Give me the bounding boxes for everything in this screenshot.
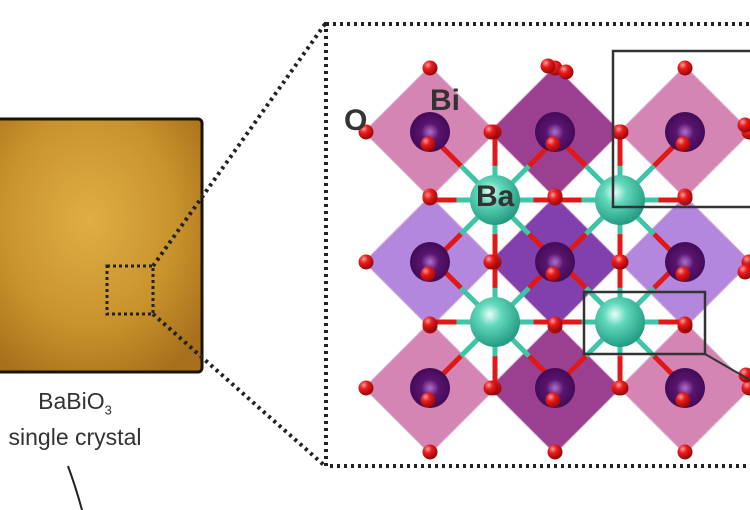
oxygen-atom [545, 136, 561, 152]
oxygen-atom [547, 444, 563, 460]
oxygen-atom [677, 444, 693, 460]
oxygen-atom [675, 136, 691, 152]
oxygen-atom [613, 124, 629, 140]
barium-atom [470, 175, 520, 225]
formula-main: BaBiO [38, 388, 105, 414]
structure-frame [324, 22, 750, 468]
oxygen-atom [540, 58, 556, 74]
pointer-line [67, 465, 83, 510]
oxygen-atom [420, 392, 436, 408]
bismuth-atom [410, 242, 450, 282]
oxygen-atom [677, 60, 693, 76]
bismuth-atom [535, 242, 575, 282]
oxygen-atom [675, 392, 691, 408]
zoom-guide-bottom [151, 312, 327, 468]
oxygen-atom [737, 117, 750, 133]
oxygen-atom [422, 190, 438, 206]
oxygen-atom [358, 254, 374, 270]
oxygen-atom [420, 136, 436, 152]
bismuth-label: Bi [430, 84, 460, 117]
crystal-zoom-region [105, 264, 155, 316]
oxygen-atom [677, 190, 693, 206]
bismuth-atom [665, 112, 705, 152]
oxygen-atom [613, 254, 629, 270]
bismuth-atom [665, 368, 705, 408]
oxygen-atom [677, 316, 693, 332]
unit-cell-box-small [582, 290, 707, 356]
bismuth-atom [535, 112, 575, 152]
oxygen-atom [483, 254, 499, 270]
oxygen-atom [483, 124, 499, 140]
oxygen-atom [741, 380, 750, 396]
bismuth-atom [410, 112, 450, 152]
barium-atom [595, 175, 645, 225]
bismuth-atom [535, 368, 575, 408]
oxygen-atom [422, 444, 438, 460]
oxygen-atom [675, 266, 691, 282]
barium-atom [595, 297, 645, 347]
oxygen-atom [420, 266, 436, 282]
oxygen-atom [558, 64, 574, 80]
oxygen-atom [613, 380, 629, 396]
oxygen-atom [547, 316, 563, 332]
sample-description: single crystal [8, 424, 142, 450]
oxygen-label: O [344, 104, 368, 137]
crystal-structure [358, 58, 750, 460]
oxygen-atom [545, 266, 561, 282]
barium-atom [470, 297, 520, 347]
oxygen-atom [358, 380, 374, 396]
oxygen-atom [545, 392, 561, 408]
oxygen-atom [422, 316, 438, 332]
zoom-guide-top [151, 22, 327, 268]
box-pointer-line [704, 353, 750, 381]
unit-cell-box-large [611, 49, 750, 209]
oxygen-atom [547, 190, 563, 206]
bismuth-atom [410, 368, 450, 408]
formula-subscript: 3 [104, 402, 112, 418]
bismuth-atom [665, 242, 705, 282]
crystal-photo [0, 117, 204, 374]
sample-formula: BaBiO3 [0, 388, 150, 418]
oxygen-atom [737, 264, 750, 280]
oxygen-atom [422, 60, 438, 76]
barium-label: Ba [476, 180, 515, 213]
oxygen-atom [358, 124, 374, 140]
oxygen-atom [483, 380, 499, 396]
